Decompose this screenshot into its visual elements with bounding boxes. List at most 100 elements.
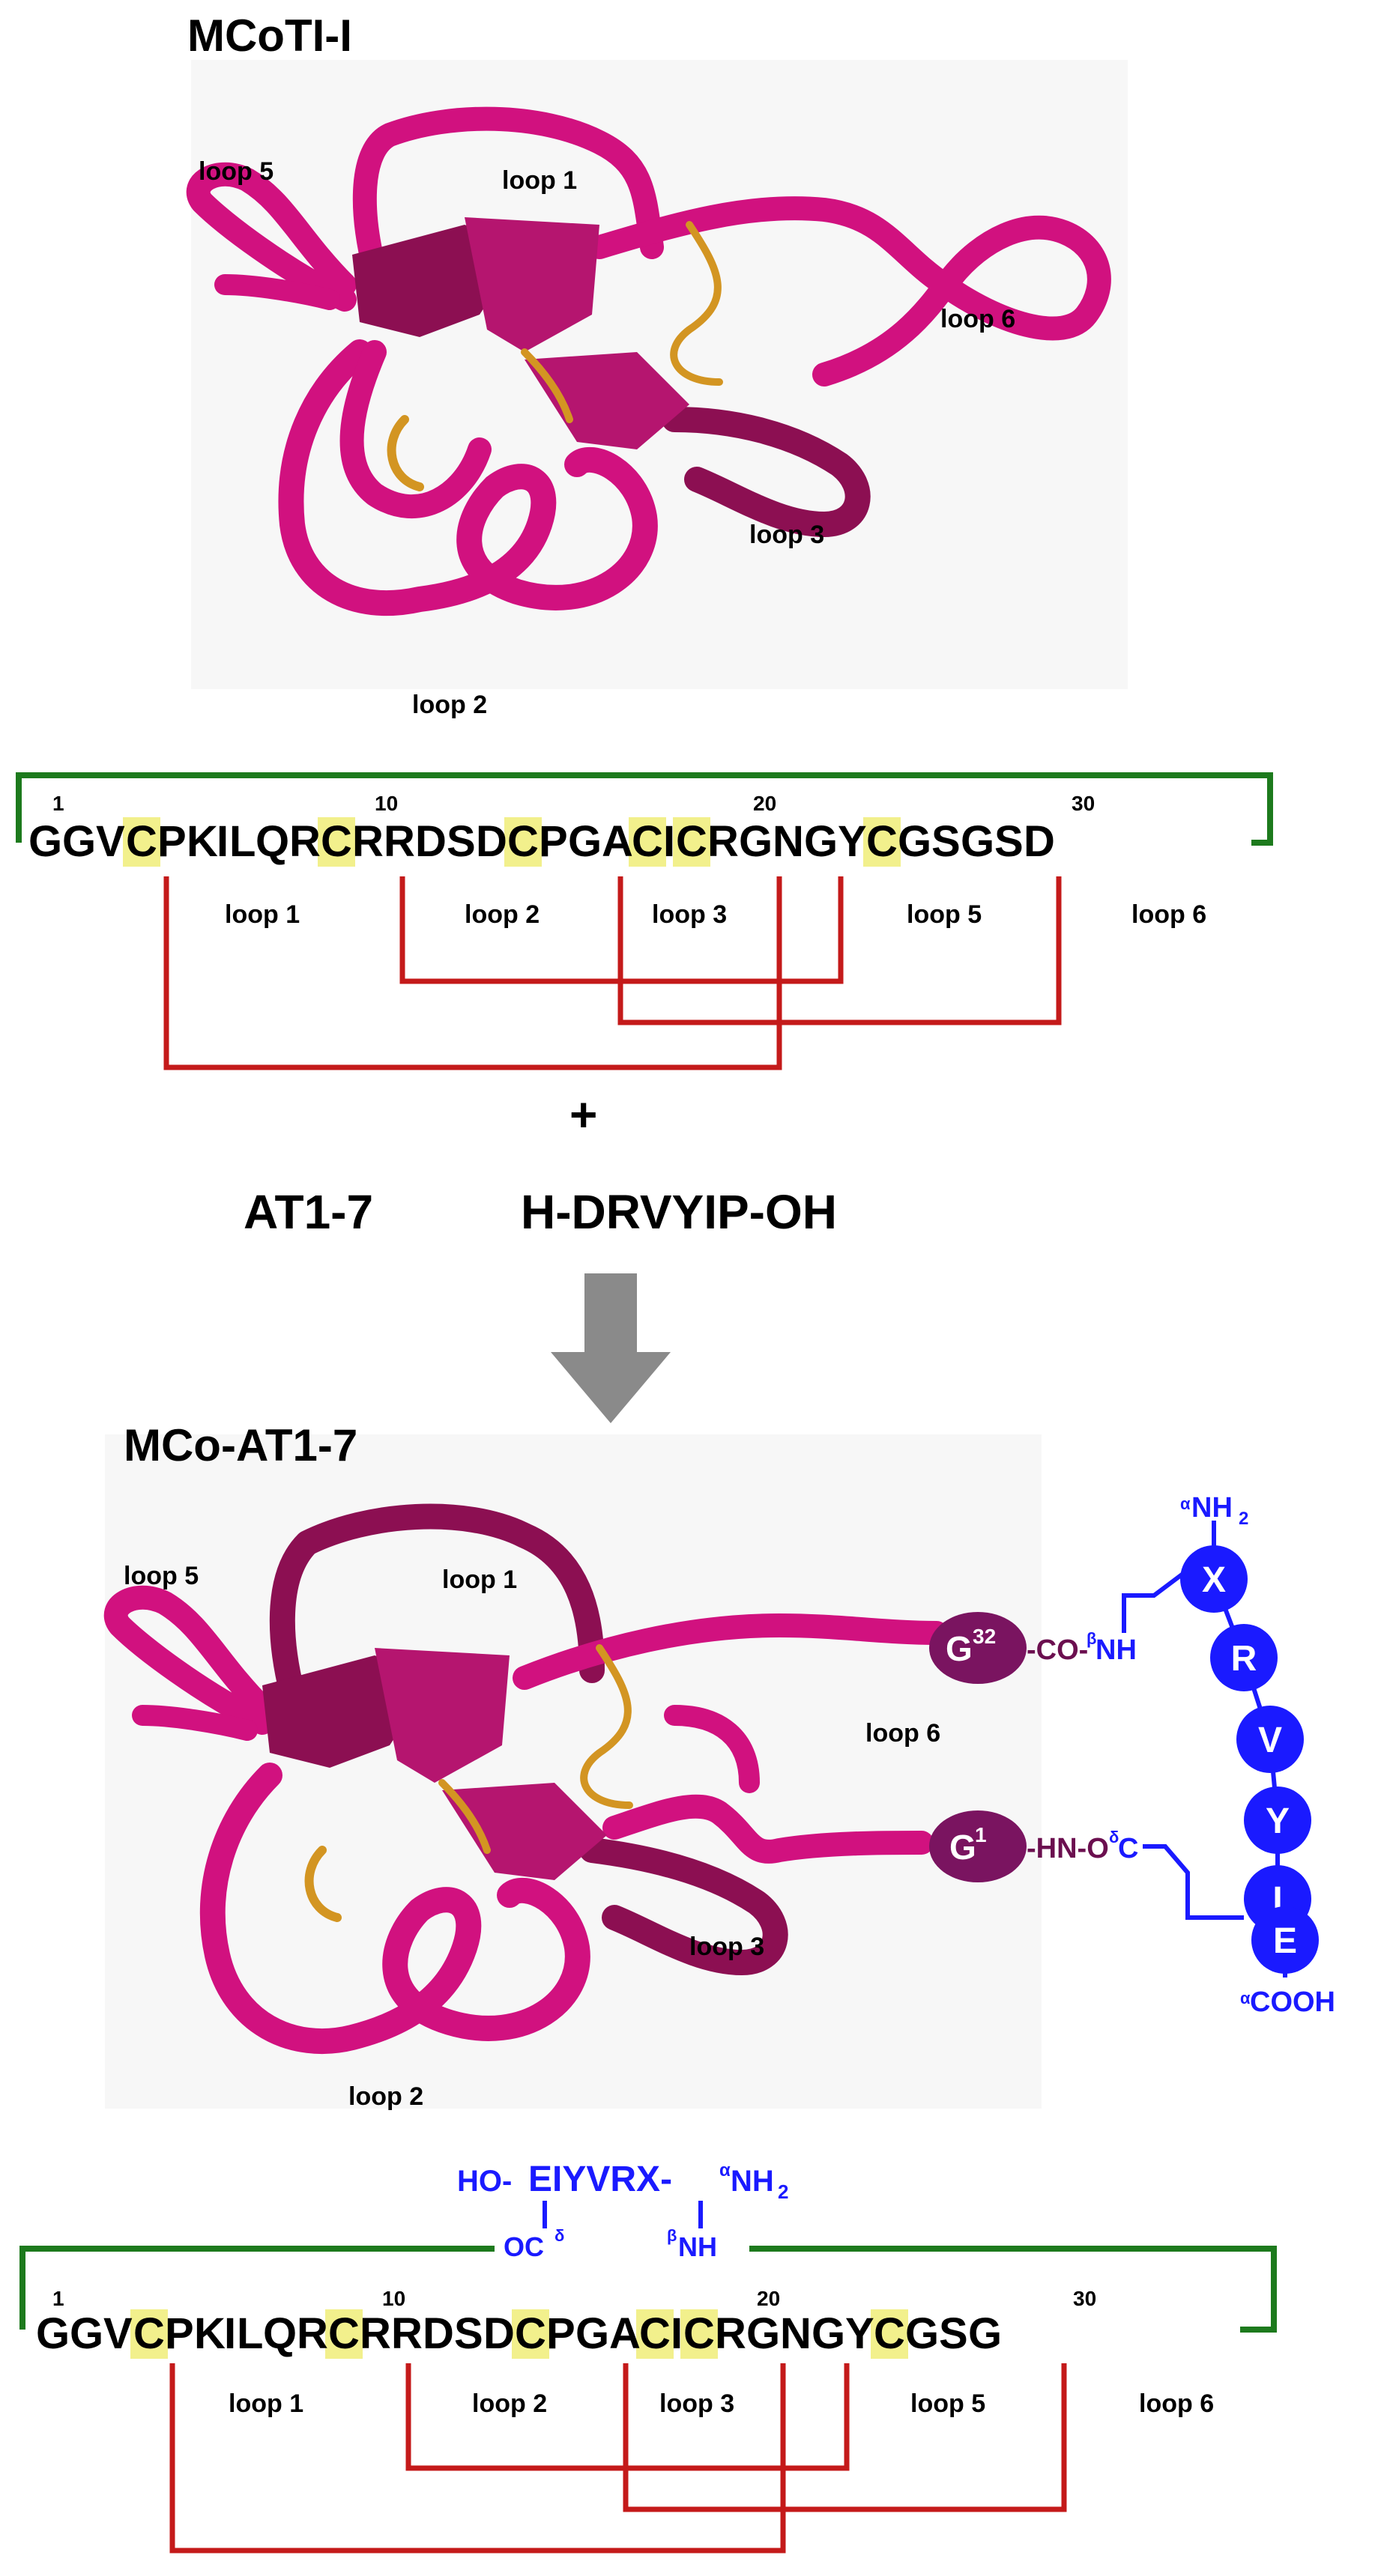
bottom-seq-loop-2: loop 2 xyxy=(472,2389,547,2418)
bottom-num-1: 1 xyxy=(52,2287,64,2310)
nterm-sup: α xyxy=(1180,1494,1191,1513)
g32-link: -CO- xyxy=(1027,1634,1088,1666)
bottom-cys-highlights xyxy=(130,2309,908,2359)
bottom-cys-highlight-4 xyxy=(130,2309,168,2359)
bottom-seq-loop-6: loop 6 xyxy=(1139,2389,1214,2418)
bottom-loop-label-5: loop 5 xyxy=(124,1562,199,1590)
g1-link-sup: δ xyxy=(1109,1828,1119,1846)
bottom-cys-highlight-23 xyxy=(680,2309,718,2359)
top-num-30: 30 xyxy=(1072,792,1095,815)
top-residue-1: G xyxy=(28,817,62,866)
bottom-strand-3 xyxy=(442,1783,607,1880)
top-residue-14: D xyxy=(415,817,447,866)
bottom-residue-25: G xyxy=(746,2309,780,2358)
bottom-residue-21: C xyxy=(639,2309,671,2358)
top-connection-c17-c29 xyxy=(617,876,1062,1025)
bottom-ribbon-loop1 xyxy=(269,1503,605,1706)
top-connection-c4-c21 xyxy=(163,876,782,1070)
bottom-ribbon-structure xyxy=(103,1503,949,2055)
bottom-strand-2 xyxy=(375,1648,510,1783)
top-ribbon-loop5b xyxy=(214,274,340,310)
graft-bead-label-r: R xyxy=(1231,1639,1257,1679)
top-cys-highlight-29 xyxy=(863,817,901,867)
bottom-residue-8: L xyxy=(237,2309,263,2358)
top-residue-15: S xyxy=(447,817,476,866)
top-residue-21: C xyxy=(632,817,663,866)
top-ribbon-loop6 xyxy=(587,196,1111,387)
bottom-residue-31: S xyxy=(939,2309,968,2358)
bottom-cys-highlight-17 xyxy=(512,2309,549,2359)
bottom-residue-12: R xyxy=(360,2309,391,2358)
top-residue-19: G xyxy=(568,817,602,866)
bottom-residue-22: I xyxy=(671,2309,683,2358)
top-cys-highlight-23 xyxy=(673,817,710,867)
bottom-disulfide-connections xyxy=(169,2363,1067,2554)
bottom-loop-label-1: loop 1 xyxy=(442,1566,517,1594)
bottom-residue-10: R xyxy=(297,2309,328,2358)
graft-linker-bottom xyxy=(1143,1844,1244,1920)
bottom-title: MCo-AT1-7 xyxy=(124,1420,357,1470)
bottom-ribbon-loop3 xyxy=(579,1837,788,1975)
top-residue-12: R xyxy=(352,817,384,866)
bottom-ribbon-loop6-top xyxy=(513,1613,949,1690)
top-loop-label-1: loop 1 xyxy=(502,166,577,195)
top-seq-loop-1: loop 1 xyxy=(225,900,300,929)
insert-end-sub: 2 xyxy=(778,2180,788,2203)
top-residue-17: C xyxy=(507,817,539,866)
top-num-1: 1 xyxy=(52,792,64,815)
bottom-residue-23: C xyxy=(683,2309,715,2358)
down-arrow xyxy=(551,1273,671,1423)
g32-link-sup: β xyxy=(1087,1629,1096,1648)
top-residue-32: G xyxy=(961,817,994,866)
bottom-ribbon-loop6-mid xyxy=(664,1705,760,1793)
top-residue-31: S xyxy=(931,817,961,866)
graft-bead-e xyxy=(1251,1906,1319,1974)
top-residue-7: I xyxy=(217,817,229,866)
bottom-residue-32: G xyxy=(968,2309,1002,2358)
g1-superscript: 1 xyxy=(975,1823,987,1846)
top-num-20: 20 xyxy=(753,792,776,815)
insert-end: NH xyxy=(731,2165,774,2198)
top-residue-13: R xyxy=(384,817,415,866)
graft-bead-x xyxy=(1180,1545,1248,1613)
top-residue-16: D xyxy=(476,817,507,866)
nterm-sub: 2 xyxy=(1239,1509,1248,1529)
top-ribbon-loop2 xyxy=(339,340,492,519)
top-loop-label-2: loop 2 xyxy=(412,691,487,719)
top-residue-33: S xyxy=(994,817,1024,866)
bottom-residue-7: I xyxy=(224,2309,236,2358)
bottom-connection-c17-c29 xyxy=(623,2363,1067,2512)
bottom-residue-5: P xyxy=(165,2309,194,2358)
top-ribbon-loop5 xyxy=(186,162,357,312)
top-residue-10: R xyxy=(289,817,321,866)
bottom-disulfide-1 xyxy=(580,1644,633,1809)
top-residue-5: P xyxy=(157,817,187,866)
bottom-cys-highlight-29 xyxy=(871,2309,908,2359)
top-strand-2 xyxy=(465,217,599,352)
nterm-label: NH xyxy=(1191,1492,1233,1524)
top-title: MCoTI-I xyxy=(187,10,352,61)
bottom-disulfide-3 xyxy=(438,1779,491,1854)
top-residue-6: K xyxy=(187,817,218,866)
bottom-residue-4: C xyxy=(133,2309,165,2358)
top-residue-3: V xyxy=(96,817,125,866)
bottom-residue-27: G xyxy=(812,2309,845,2358)
bottom-num-10: 10 xyxy=(382,2287,405,2310)
bottom-residue-26: N xyxy=(780,2309,812,2358)
top-residue-29: C xyxy=(866,817,898,866)
graft-bead-label-x: X xyxy=(1202,1560,1226,1600)
graft-bead-y xyxy=(1244,1786,1311,1854)
graft-linker-top xyxy=(1122,1571,1185,1633)
bottom-residue-2: G xyxy=(70,2309,103,2358)
top-ribbon-loop3 xyxy=(662,407,871,537)
top-residue-34: D xyxy=(1024,817,1055,866)
bottom-residue-28: Y xyxy=(845,2309,874,2358)
graft-bead-label-y: Y xyxy=(1266,1801,1290,1841)
top-disulfide-3 xyxy=(521,348,573,423)
bottom-residue-20: A xyxy=(609,2309,641,2358)
bottom-residue-15: S xyxy=(454,2309,483,2358)
nh-label: NH xyxy=(678,2231,717,2262)
bottom-residue-29: C xyxy=(874,2309,905,2358)
